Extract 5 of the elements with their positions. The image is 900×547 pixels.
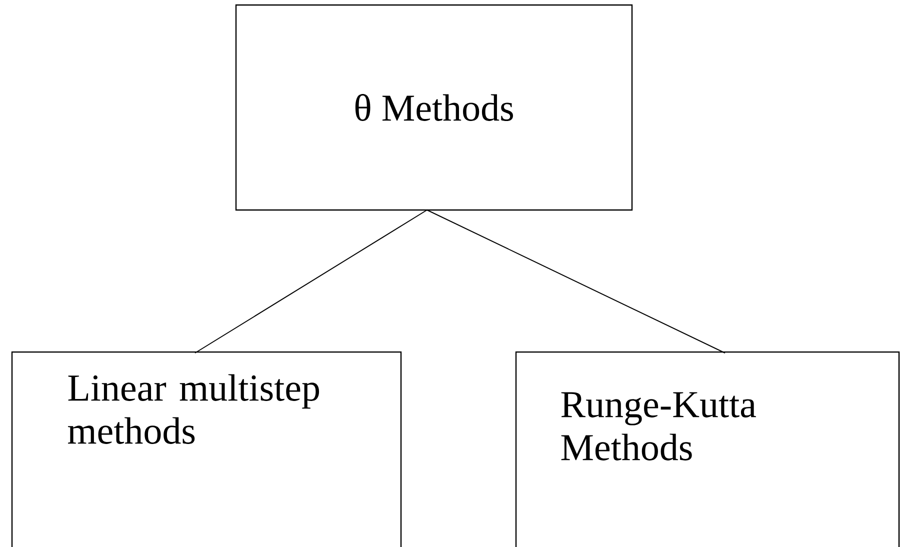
method-box: θ Methods xyxy=(235,4,633,211)
method-box: Linear multistep methods xyxy=(11,351,402,547)
method-box: Runge-Kutta Methods xyxy=(515,351,900,547)
connector-line xyxy=(426,210,726,354)
connector-line xyxy=(194,210,428,354)
